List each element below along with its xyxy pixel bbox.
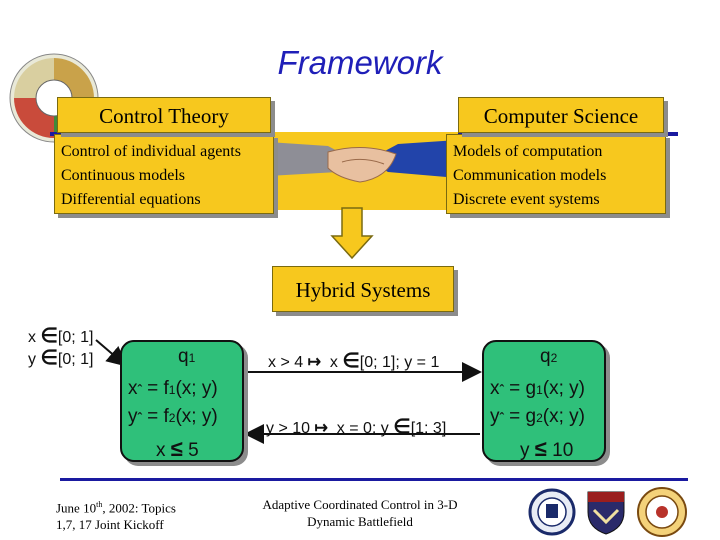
derivative-icon: ˆ <box>137 382 142 397</box>
state-q2-invariant: y ≤ 10 <box>520 436 574 461</box>
derivative-icon: ˆ <box>499 382 504 397</box>
computer-science-line: Communication models <box>453 167 607 184</box>
control-theory-header: Control Theory <box>57 97 271 133</box>
element-of-icon: ∈ <box>342 350 360 372</box>
state-q1-eq2: yˆ = f2(x; y) <box>128 406 218 427</box>
control-theory-line: Continuous models <box>61 167 186 184</box>
control-theory-line: Control of individual agents <box>61 143 241 160</box>
state-q2-eq2: yˆ = g2(x; y) <box>490 406 585 427</box>
init-x-set: [0; 1] <box>57 329 94 346</box>
less-equal-icon: ≤ <box>170 436 183 461</box>
state-q1-eq1: xˆ = f1(x; y) <box>128 378 218 399</box>
control-theory-line: Differential equations <box>61 191 201 208</box>
mapsto-icon: ↦ <box>307 354 321 371</box>
state-q2-name: q2 <box>540 346 558 367</box>
state-q1: q1 xˆ = f1(x; y) yˆ = f2(x; y) x ≤ 5 <box>120 340 244 462</box>
mapsto-icon: ↦ <box>314 420 328 437</box>
element-of-icon: ∈ <box>40 347 58 369</box>
state-q2-eq1: xˆ = g1(x; y) <box>490 378 585 399</box>
state-q1-name: q1 <box>178 346 196 367</box>
computer-science-line: Models of computation <box>453 143 603 160</box>
element-of-icon: ∈ <box>40 325 58 347</box>
computer-science-body: Models of computation Communication mode… <box>446 134 666 214</box>
hybrid-systems-box: Hybrid Systems <box>272 266 454 312</box>
init-y: y <box>28 351 36 368</box>
control-theory-body: Control of individual agents Continuous … <box>54 134 274 214</box>
computer-science-header: Computer Science <box>458 97 664 133</box>
element-of-icon: ∈ <box>393 416 411 438</box>
down-arrow-icon <box>330 207 374 260</box>
derivative-icon: ˆ <box>137 410 142 425</box>
state-q1-invariant: x ≤ 5 <box>156 436 199 461</box>
less-equal-icon: ≤ <box>534 436 547 461</box>
transition-top-label: x > 4 ↦ x ∈[0; 1]; y = 1 <box>268 350 440 372</box>
handshake-icon <box>268 140 458 183</box>
footer-rule <box>60 478 688 481</box>
institute-seal-icon <box>637 487 687 537</box>
page-title: Framework <box>277 44 443 81</box>
init-y-set: [0; 1] <box>57 351 94 368</box>
state-q2: q2 xˆ = g1(x; y) yˆ = g2(x; y) y ≤ 10 <box>482 340 606 462</box>
initial-condition: x ∈[0; 1] y ∈[0; 1] <box>28 326 93 370</box>
footer-date: June 10th, 2002: Topics 1,7, 17 Joint Ki… <box>56 500 176 533</box>
shield-crest-icon <box>587 491 625 535</box>
init-x: x <box>28 329 36 346</box>
transition-bottom-label: y > 10 ↦ x = 0; y ∈[1; 3] <box>266 416 447 438</box>
footer-project: Adaptive Coordinated Control in 3-D Dyna… <box>262 497 458 529</box>
derivative-icon: ˆ <box>499 410 504 425</box>
computer-science-line: Discrete event systems <box>453 191 600 208</box>
university-seal-icon <box>528 488 576 536</box>
